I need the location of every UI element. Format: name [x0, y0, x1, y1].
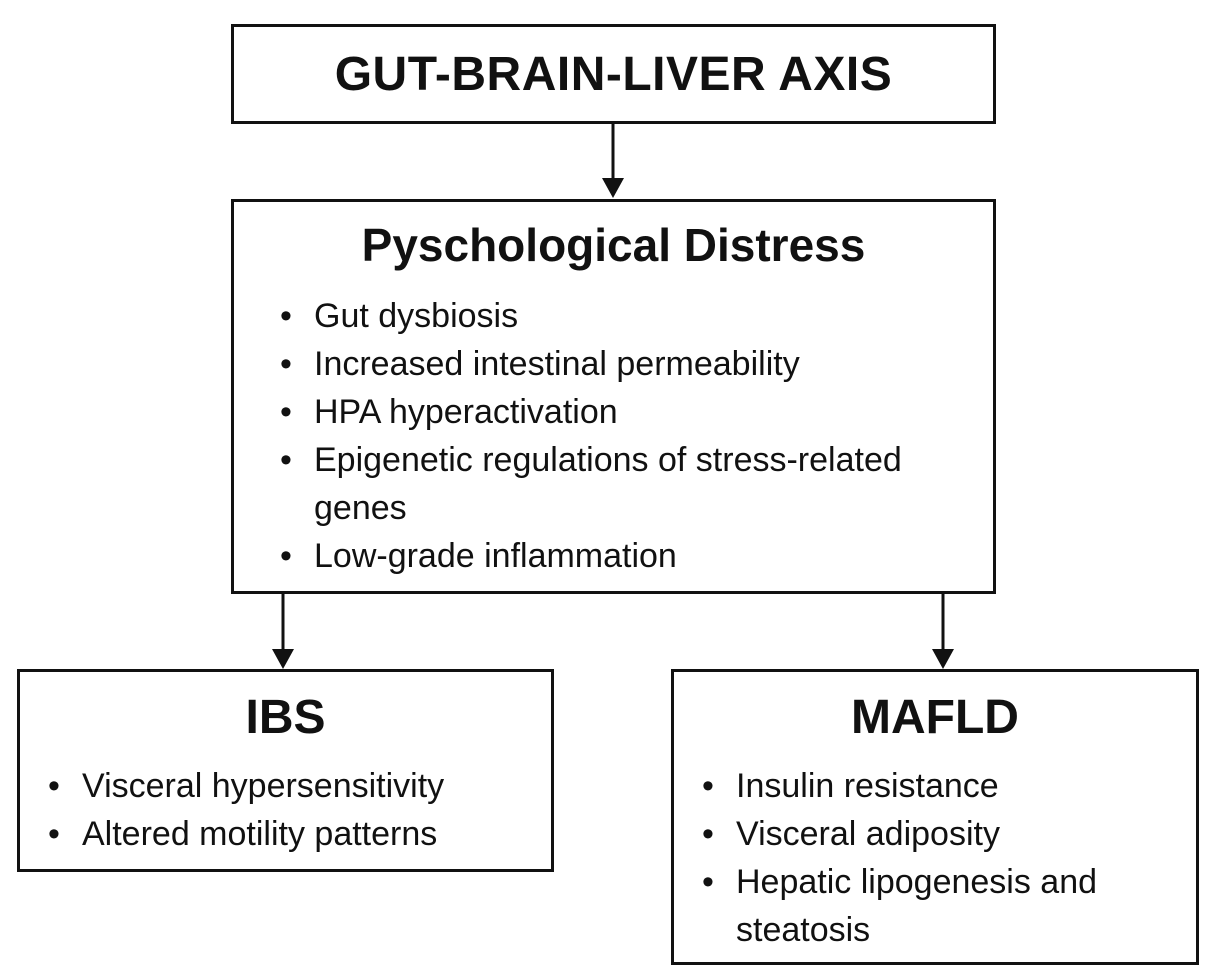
- ibs-list: • Visceral hypersensitivity • Altered motil…: [46, 762, 546, 858]
- bullet-icon: •: [702, 815, 714, 853]
- list-item-text: Epigenetic regulations of stress-related…: [314, 441, 902, 527]
- list-item-text: Insulin resistance: [736, 767, 999, 805]
- bullet-icon: •: [280, 537, 292, 575]
- list-item: • Altered motility patterns: [46, 810, 546, 858]
- list-item-text: Altered motility patterns: [82, 815, 438, 853]
- list-item: • Visceral adiposity: [700, 810, 1180, 858]
- distress-list: • Gut dysbiosis • Increased intestinal perm…: [278, 292, 918, 580]
- arrow-distress-to-ibs: [272, 594, 294, 669]
- list-item: • Visceral hypersensitivity: [46, 762, 546, 810]
- list-item-text: Visceral hypersensitivity: [82, 767, 445, 805]
- arrow-distress-to-mafld: [932, 594, 954, 669]
- list-item-text: HPA hyperactivation: [314, 393, 618, 431]
- axis-title-box: GUT-BRAIN-LIVER AXIS: [231, 24, 996, 124]
- list-item: • Insulin resistance: [700, 762, 1180, 810]
- list-item-text: Hepatic lipogenesis and steatosis: [736, 863, 1098, 949]
- list-item: • Increased intestinal permeability: [278, 340, 918, 388]
- list-item: • Epigenetic regulations of stress-relate…: [278, 436, 918, 532]
- ibs-title: IBS: [245, 691, 326, 744]
- list-item-text: Low-grade inflammation: [314, 537, 677, 575]
- ibs-box: IBS • Visceral hypersensitivity • Altered m…: [17, 669, 554, 872]
- list-item: • Low-grade inflammation: [278, 532, 918, 580]
- mafld-box: MAFLD • Insulin resistance • Visceral adipo…: [671, 669, 1199, 965]
- distress-title: Pyschological Distress: [361, 219, 866, 271]
- mafld-list: • Insulin resistance • Visceral adiposity • H…: [700, 762, 1180, 954]
- list-item-text: Gut dysbiosis: [314, 297, 519, 335]
- bullet-icon: •: [280, 393, 292, 431]
- bullet-icon: •: [702, 767, 714, 805]
- list-item-text: Increased intestinal permeability: [314, 345, 800, 383]
- bullet-icon: •: [702, 863, 714, 901]
- bullet-icon: •: [280, 441, 292, 479]
- bullet-icon: •: [48, 767, 60, 805]
- bullet-icon: •: [280, 297, 292, 335]
- list-item: • Hepatic lipogenesis and steatosis: [700, 858, 1180, 954]
- bullet-icon: •: [48, 815, 60, 853]
- axis-title: GUT-BRAIN-LIVER AXIS: [334, 47, 893, 101]
- arrow-axis-to-distress: [602, 124, 624, 198]
- list-item-text: Visceral adiposity: [736, 815, 1000, 853]
- list-item: • Gut dysbiosis: [278, 292, 918, 340]
- distress-box: Pyschological Distress • Gut dysbiosis • In…: [231, 199, 996, 594]
- bullet-icon: •: [280, 345, 292, 383]
- list-item: • HPA hyperactivation: [278, 388, 918, 436]
- mafld-title: MAFLD: [851, 691, 1019, 744]
